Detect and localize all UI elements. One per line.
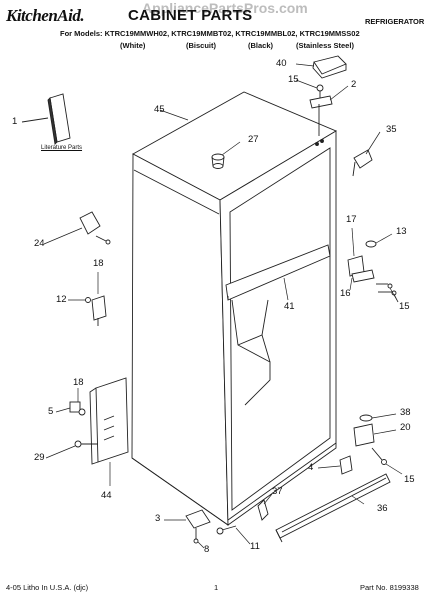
- callout-15-center: 15: [399, 301, 410, 312]
- top-hinge: [309, 95, 333, 136]
- callout-38: 38: [400, 407, 411, 418]
- variant-white: (White): [120, 41, 146, 50]
- grille-clip: [257, 499, 269, 521]
- callout-45: 45: [154, 104, 165, 115]
- callout-16: 16: [340, 288, 351, 299]
- callout-5: 5: [48, 406, 54, 417]
- top-hinge-screw: [316, 84, 324, 98]
- callout-36: 36: [377, 503, 388, 514]
- variant-stainless: (Stainless Steel): [296, 41, 354, 50]
- center-hinge-right: [347, 240, 397, 296]
- footer-litho: 4-05 Litho In U.S.A. (djc): [6, 583, 89, 592]
- hinge-pin-cover: [352, 149, 373, 177]
- footer-page-number: 1: [214, 583, 219, 592]
- leveling-leg: [185, 509, 237, 544]
- mullion-divider: [225, 244, 331, 301]
- callout-24: 24: [34, 238, 45, 249]
- callout-4: 4: [308, 462, 314, 473]
- callout-15-top: 15: [288, 74, 299, 85]
- callout-17: 17: [346, 214, 357, 225]
- callout-27: 27: [248, 134, 259, 145]
- watermark-text: AppliancePartsPros.com: [142, 0, 308, 16]
- variant-biscuit: (Biscuit): [186, 41, 216, 50]
- appliance-type: REFRIGERATOR: [365, 17, 425, 26]
- variant-black: (Black): [248, 41, 274, 50]
- callout-44: 44: [101, 490, 112, 501]
- bottom-left-hinge-assembly: [69, 377, 129, 465]
- cabinet-body: [131, 91, 337, 526]
- hinge-cover: [312, 55, 347, 79]
- callout-13: 13: [396, 226, 407, 237]
- page-title: CABINET PARTS: [128, 7, 253, 24]
- callout-35: 35: [386, 124, 397, 135]
- toe-grille: [275, 473, 391, 543]
- brand-logo: KitchenAid.: [6, 6, 85, 25]
- callout-41: 41: [284, 301, 295, 312]
- models-line: For Models: KTRC19MMWH02, KTRC19MMBT02, …: [60, 29, 360, 38]
- callout-18-lower: 18: [73, 377, 84, 388]
- literature-parts-label: Literature Parts: [41, 145, 83, 151]
- callout-29: 29: [34, 452, 45, 463]
- footer-part-number: Part No. 8199338: [360, 583, 419, 592]
- leader-lines: [43, 63, 403, 549]
- callout-12: 12: [56, 294, 67, 305]
- bottom-right-hinge: [339, 414, 387, 475]
- callout-40: 40: [276, 58, 287, 69]
- door-stop: [79, 211, 111, 245]
- callout-8: 8: [204, 544, 210, 555]
- callout-2: 2: [351, 79, 357, 90]
- callout-11: 11: [250, 541, 260, 552]
- callout-20: 20: [400, 422, 411, 433]
- callout-1: 1: [12, 116, 18, 127]
- callout-37: 37: [272, 486, 283, 497]
- callout-3: 3: [155, 513, 161, 524]
- callout-15-bottom: 15: [404, 474, 415, 485]
- top-plug: [211, 153, 225, 169]
- callout-18-upper: 18: [93, 258, 104, 269]
- center-hinge-left: [85, 295, 107, 326]
- literature-booklet: [21, 93, 71, 145]
